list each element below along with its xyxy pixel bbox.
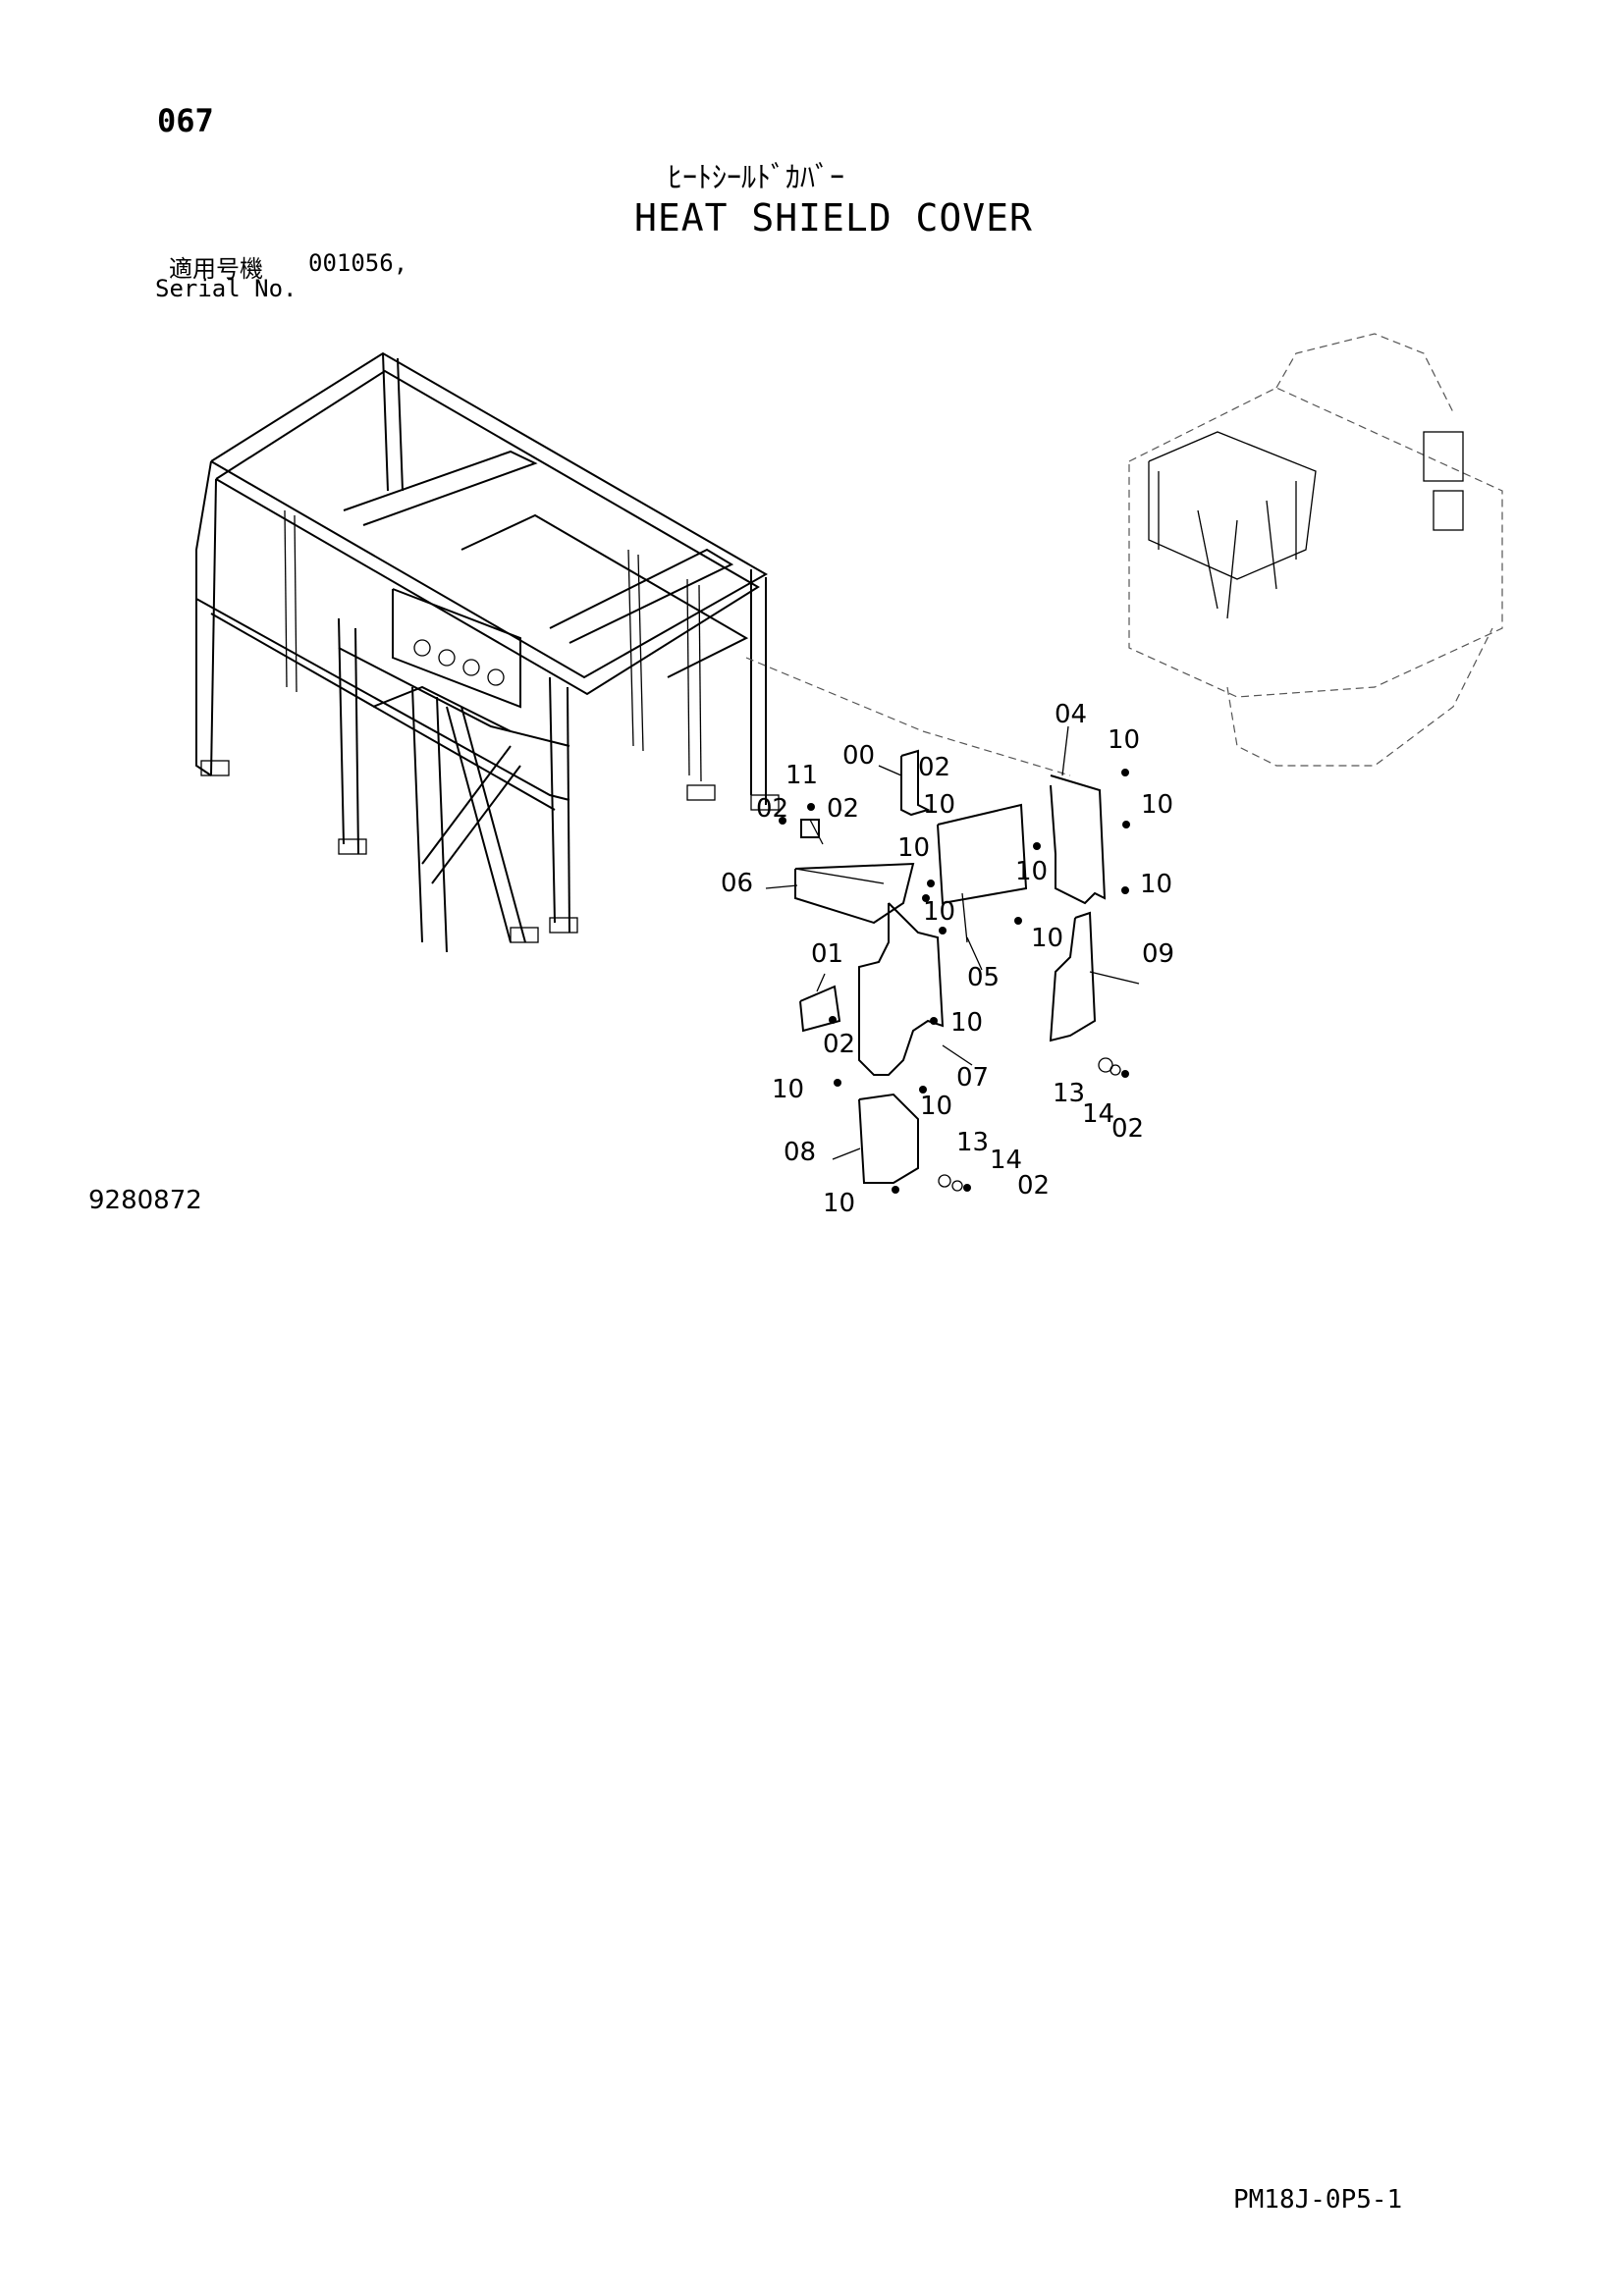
callout-09: 09	[1142, 939, 1174, 969]
callout-10: 10	[897, 833, 930, 863]
location-inset-view	[1128, 333, 1503, 767]
callout-13: 13	[956, 1128, 989, 1157]
callout-10: 10	[772, 1075, 804, 1104]
callout-02: 02	[756, 794, 788, 824]
title-japanese: ﾋｰﾄｼｰﾙﾄﾞｶﾊﾞｰ	[668, 161, 844, 195]
callout-02: 02	[1111, 1114, 1144, 1144]
callout-10: 10	[1141, 790, 1173, 820]
callout-10: 10	[920, 1092, 952, 1121]
part-callouts: 00 02 04 10 10 10 09 11 02 02 10 10 10 1…	[721, 700, 1174, 1218]
callout-02: 02	[1017, 1171, 1050, 1201]
callout-14: 14	[1082, 1099, 1114, 1129]
callout-10: 10	[1140, 870, 1172, 899]
callout-08: 08	[784, 1138, 816, 1167]
drawing-number: 9280872	[88, 1186, 202, 1215]
frame-drawing	[195, 351, 780, 953]
callout-00: 00	[842, 741, 875, 771]
serial-label-japanese: 適用号機	[169, 255, 263, 283]
callout-07: 07	[956, 1063, 989, 1093]
callout-14: 14	[990, 1146, 1022, 1175]
callout-10: 10	[1108, 725, 1140, 755]
callout-02: 02	[827, 794, 859, 824]
callout-10: 10	[1015, 857, 1048, 886]
callout-04: 04	[1055, 700, 1087, 729]
page-code: PM18J-0P5-1	[1233, 2185, 1403, 2215]
callout-10: 10	[1031, 924, 1063, 953]
serial-label-english: Serial No.	[155, 275, 298, 302]
callout-10: 10	[923, 790, 955, 820]
callout-05: 05	[967, 963, 1000, 992]
callout-10: 10	[823, 1189, 855, 1218]
callout-02: 02	[823, 1030, 855, 1059]
page-number: 067	[157, 102, 214, 139]
callout-11: 11	[785, 761, 818, 790]
callout-01: 01	[811, 939, 843, 969]
callout-13: 13	[1053, 1079, 1085, 1108]
callout-10: 10	[923, 897, 955, 927]
callout-06: 06	[721, 869, 753, 898]
title-english: HEAT SHIELD COVER	[634, 196, 1033, 240]
serial-number-value: 001056,	[308, 249, 408, 277]
heat-shield-parts	[765, 725, 1140, 1194]
callout-10: 10	[950, 1008, 983, 1038]
exploded-parts-diagram: 00 02 04 10 10 10 09 11 02 02 10 10 10 1…	[195, 333, 1503, 1218]
callout-02: 02	[918, 753, 950, 782]
assembly-leader-line	[745, 657, 1071, 776]
